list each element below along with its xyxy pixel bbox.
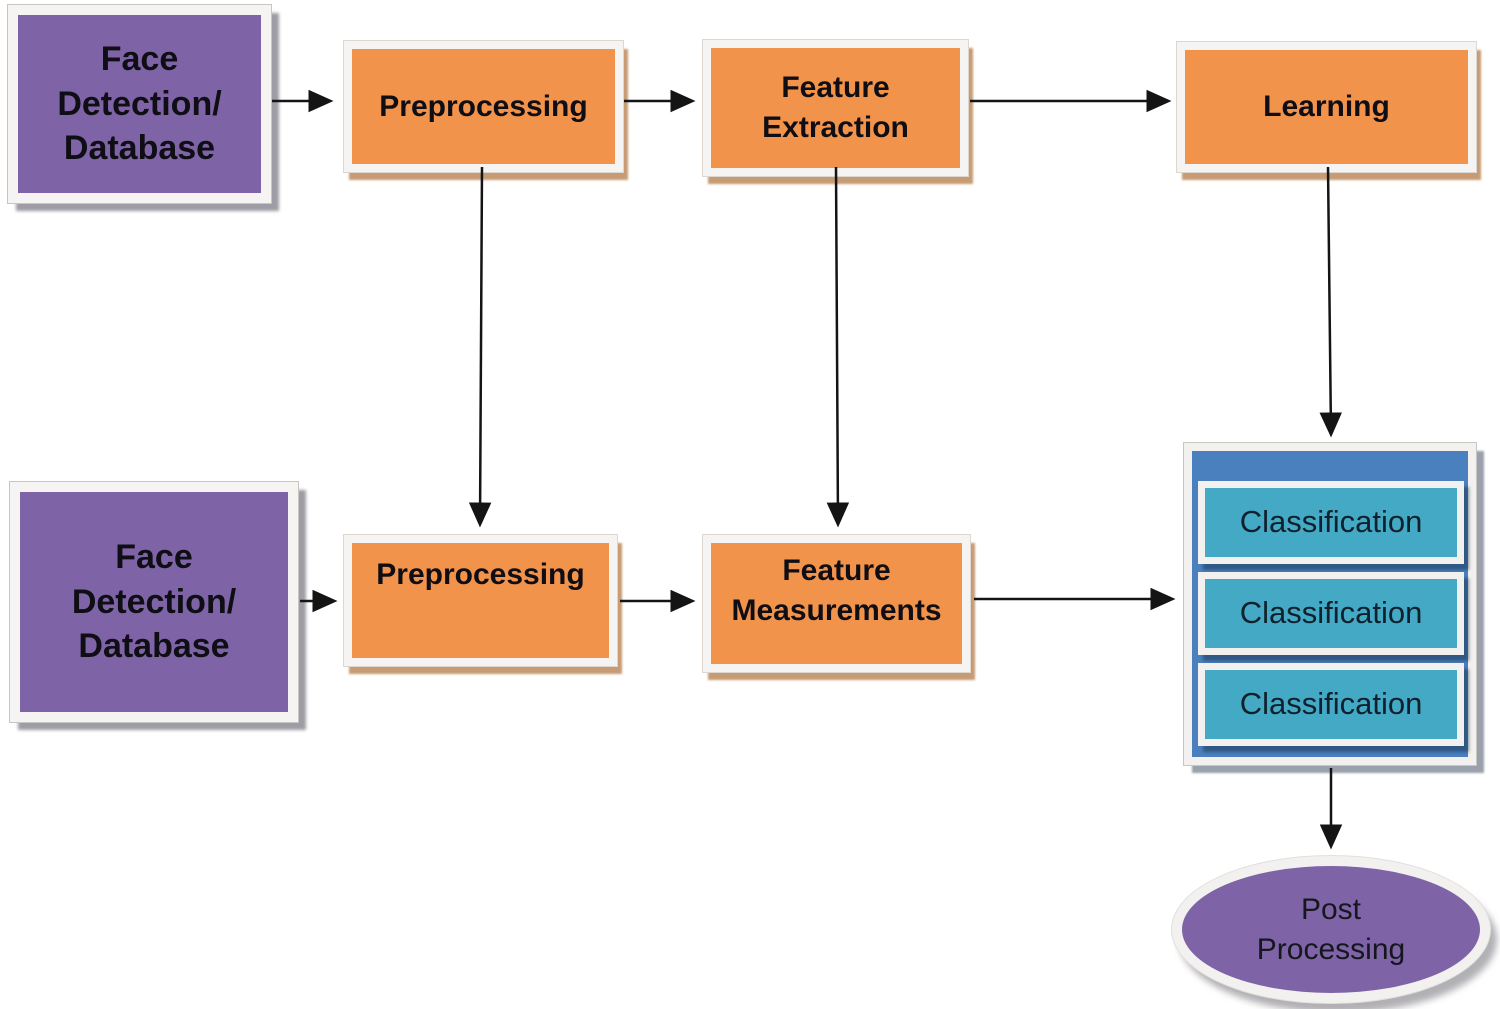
feature-extraction-label: Feature Extraction xyxy=(762,71,909,144)
preprocessing-top-node: Preprocessing xyxy=(344,41,623,172)
face-detection-database-bottom-label: Face Detection/ Database xyxy=(71,537,237,666)
classification-box-2: Classification xyxy=(1198,572,1464,655)
face-detection-database-top-label: Face Detection/ Database xyxy=(57,39,222,168)
face-detection-database-top-node: Face Detection/ Database xyxy=(8,5,271,203)
face-detection-database-bottom-node: Face Detection/ Database xyxy=(10,482,298,722)
feature-measurements-node: Feature Measurements xyxy=(703,535,970,672)
classification-box-1: Classification xyxy=(1198,481,1464,564)
classification-box-2-label: Classification xyxy=(1239,595,1423,631)
preprocessing-top-label: Preprocessing xyxy=(379,89,588,123)
classification-box-3-label: Classification xyxy=(1239,686,1423,722)
post-processing-label: Post Processing xyxy=(1256,892,1406,966)
arrow-preprocessing-top-to-preprocessing-bottom xyxy=(468,166,492,528)
feature-extraction-node: Feature Extraction xyxy=(703,40,968,176)
classification-stack-container: Classification Classification Classifica… xyxy=(1184,443,1476,765)
learning-label: Learning xyxy=(1263,90,1390,124)
arrow-learning-to-classification xyxy=(1319,166,1343,438)
preprocessing-bottom-label: Preprocessing xyxy=(376,558,585,591)
feature-measurements-label: Feature Measurements xyxy=(731,554,942,627)
classification-box-1-label: Classification xyxy=(1239,504,1423,540)
arrow-feature-extraction-to-feature-measurements xyxy=(826,166,850,528)
post-processing-node: Post Processing xyxy=(1172,856,1490,1003)
preprocessing-bottom-node: Preprocessing xyxy=(344,535,617,666)
classification-box-3: Classification xyxy=(1198,663,1464,746)
learning-node: Learning xyxy=(1177,42,1476,172)
